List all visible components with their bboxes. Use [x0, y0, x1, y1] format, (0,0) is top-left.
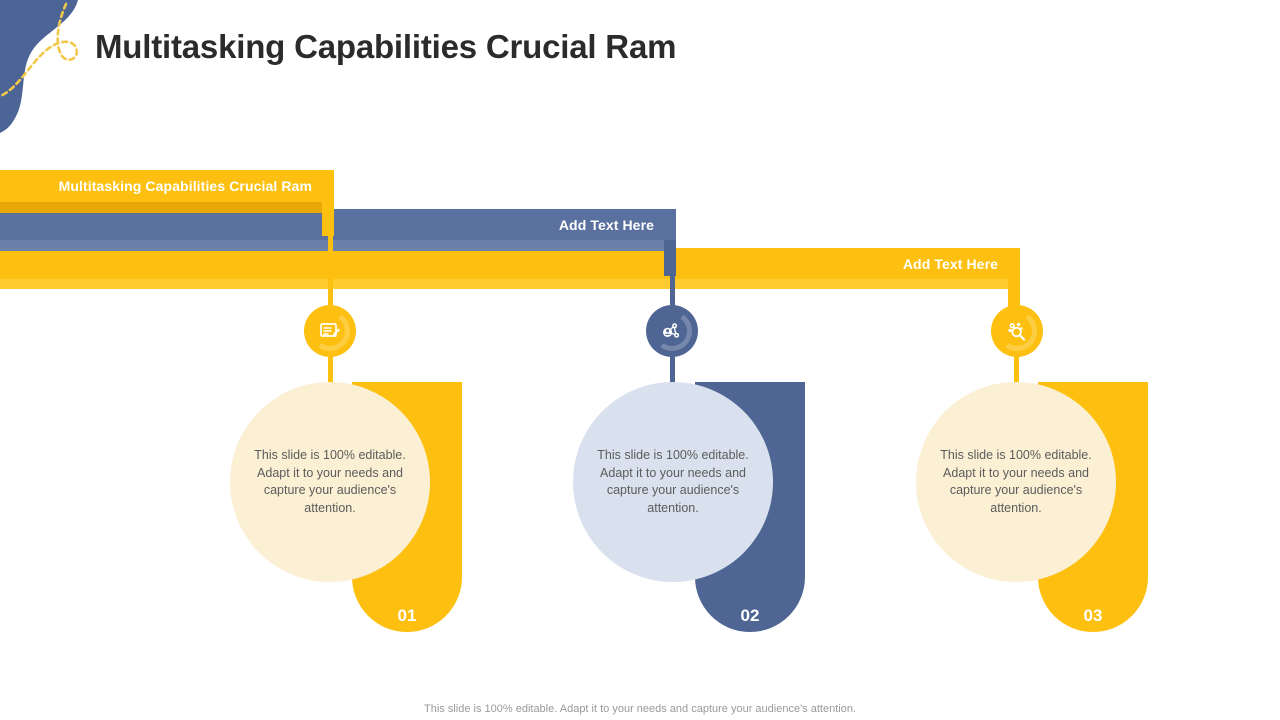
card-number-2: 02 [740, 606, 760, 625]
banner-2-label: Add Text Here [558, 216, 654, 233]
yellow-dashed-curve [0, 2, 79, 98]
icon-node-1[interactable] [304, 305, 356, 357]
banner-1-shadow [0, 202, 334, 213]
banner-3-label: Add Text Here [902, 255, 998, 272]
banner-2[interactable]: Add Text Here [0, 209, 676, 240]
card-body-2: This slide is 100% editable. Adapt it to… [597, 448, 749, 515]
card-bubble-3: This slide is 100% editable. Adapt it to… [916, 382, 1116, 582]
corner-decoration [0, 0, 79, 133]
banner-1[interactable]: Multitasking Capabilities Crucial Ram [0, 170, 334, 202]
icon-node-2[interactable] [646, 305, 698, 357]
blue-blob-shape [0, 0, 78, 133]
banner-3[interactable]: Add Text Here [0, 248, 1020, 279]
card-number-1: 01 [397, 606, 417, 625]
card-bubble-1: This slide is 100% editable. Adapt it to… [230, 382, 430, 582]
card-body-1: This slide is 100% editable. Adapt it to… [254, 448, 406, 515]
presentation-board-icon [320, 323, 340, 337]
network-people-icon [663, 323, 680, 338]
connector-line-1 [328, 213, 333, 393]
icon-node-3[interactable] [991, 305, 1043, 357]
footer-note: This slide is 100% editable. Adapt it to… [424, 703, 856, 715]
gear-magnifier-icon [1008, 322, 1026, 341]
banner-1-label: Multitasking Capabilities Crucial Ram [58, 178, 312, 194]
card-body-3: This slide is 100% editable. Adapt it to… [940, 448, 1092, 515]
banner-3-shadow [0, 279, 1020, 289]
page-title: Multitasking Capabilities Crucial Ram [95, 28, 677, 65]
banner-2-shadow [0, 240, 676, 251]
card-number-3: 03 [1083, 606, 1103, 625]
card-bubble-2: This slide is 100% editable. Adapt it to… [573, 382, 773, 582]
